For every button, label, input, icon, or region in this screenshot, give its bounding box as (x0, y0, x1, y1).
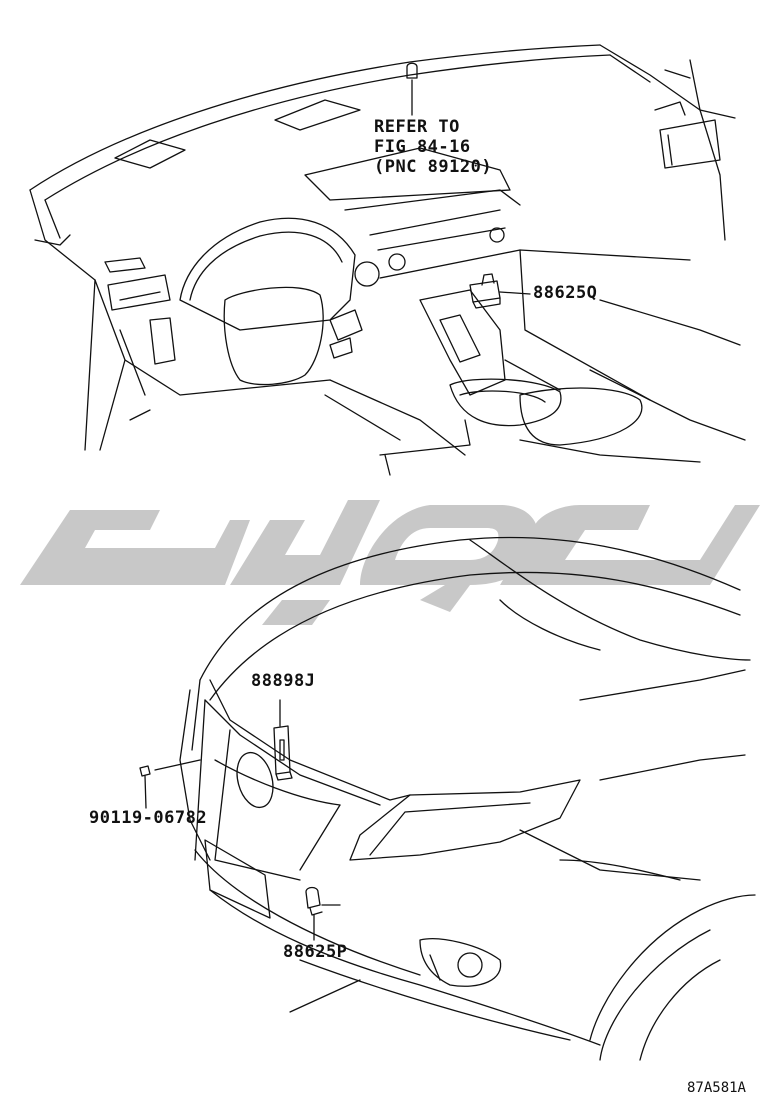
front-bumper-illustration (139, 536, 756, 1061)
part-label-90119-06782[interactable]: 90119-06782 (89, 808, 208, 828)
reference-note-line-2: FIG 84-16 (374, 137, 471, 157)
part-label-88625p[interactable]: 88625P (283, 942, 348, 962)
figure-code: 87A581A (686, 1080, 746, 1096)
part-label-88625q[interactable]: 88625Q (533, 283, 598, 303)
reference-note: REFER TO FIG 84-16 (PNC 89120) (374, 117, 492, 177)
part-label-88898j[interactable]: 88898J (251, 671, 316, 691)
watermark-logo (20, 500, 760, 625)
reference-note-line-3: (PNC 89120) (374, 157, 493, 177)
dashboard-illustration (29, 44, 746, 476)
reference-note-line-1: REFER TO (374, 117, 460, 137)
